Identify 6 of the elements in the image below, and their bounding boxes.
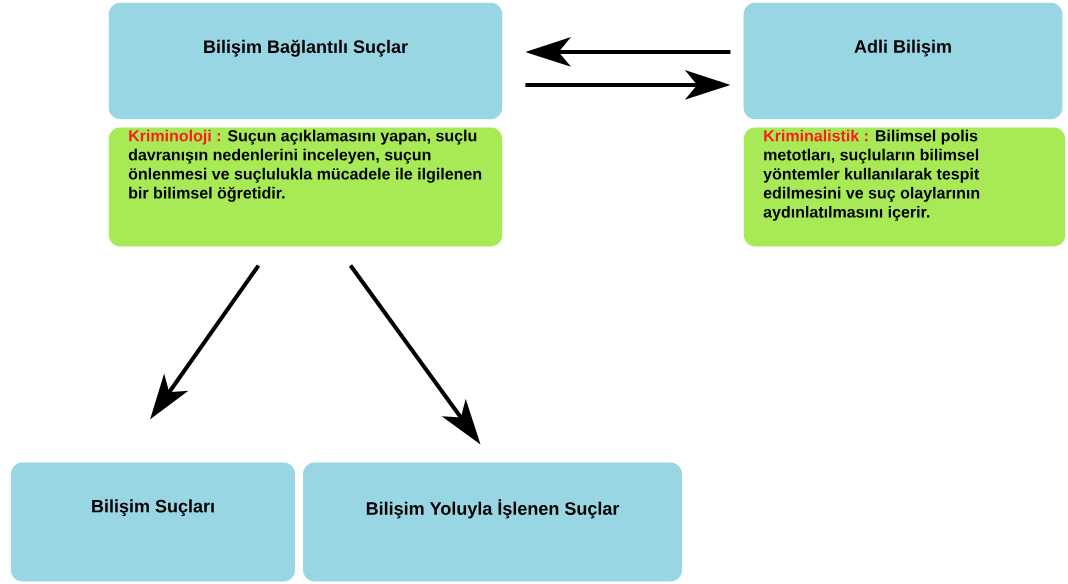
- title-box: Bilişim Yoluyla İşlenen Suçlar: [301, 461, 684, 583]
- title-box: Bilişim Suçları: [9, 461, 297, 583]
- definition-box: Kriminoloji : Suçun açıklamasını yapan, suçlu davranışın nedenlerini inceleyen, suçun önlenmesi ve suçlulukla mücadele ile ilgilenen bir bilimsel öğretidir.: [107, 126, 504, 248]
- title-box: Bilişim Bağlantılı Suçlar: [107, 1, 504, 121]
- definition-box: Kriminalistik : Bilimsel polis metotları, suçluların bilimsel yöntemler kullanılarak tespit edilmesini ve suç olaylarının aydınlatılmasını içerir.: [742, 126, 1067, 248]
- title-box: Adli Bilişim: [742, 1, 1064, 121]
